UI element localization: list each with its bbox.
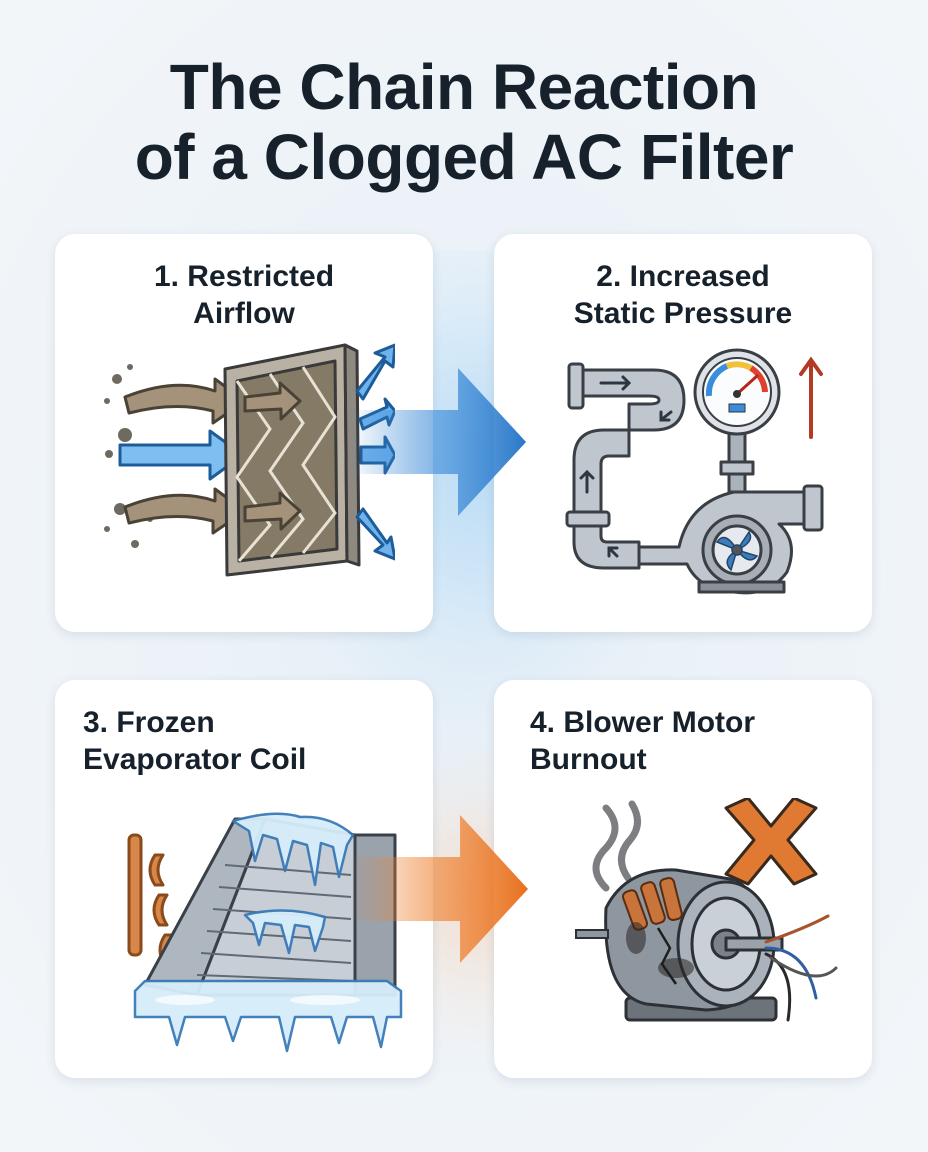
orange-flow-arrow [350,815,528,963]
step-title: 3. Frozen Evaporator Coil [83,704,433,778]
burnt-motor-icon [575,798,838,1022]
step-title-line-2: Evaporator Coil [83,743,307,776]
step-title-line-1: 3. Frozen [83,706,215,739]
blue-flow-arrow [350,368,526,516]
step-title-line-2: Burnout [530,743,647,776]
page-title-line-1: The Chain Reaction [169,51,759,123]
page-title-line-2: of a Clogged AC Filter [134,121,794,193]
frozen-coil-icon [127,812,403,1053]
step-title-line-2: Static Pressure [573,297,793,330]
clogged-air-filter-icon [104,343,395,577]
step-title: 2. Increased Static Pressure [494,258,872,332]
step-title-line-2: Airflow [193,297,295,330]
step-card-static-pressure: 2. Increased Static Pressure [494,234,872,632]
step-title: 4. Blower Motor Burnout [530,704,872,778]
step-title-line-1: 1. Restricted [153,260,335,293]
step-card-motor-burnout: 4. Blower Motor Burnout [494,680,872,1078]
page-title: The Chain Reaction of a Clogged AC Filte… [0,52,928,192]
duct-pressure-gauge-icon [565,348,824,595]
step-title: 1. Restricted Airflow [55,258,433,332]
step-title-line-1: 2. Increased [596,260,770,293]
step-title-line-1: 4. Blower Motor [530,706,756,739]
